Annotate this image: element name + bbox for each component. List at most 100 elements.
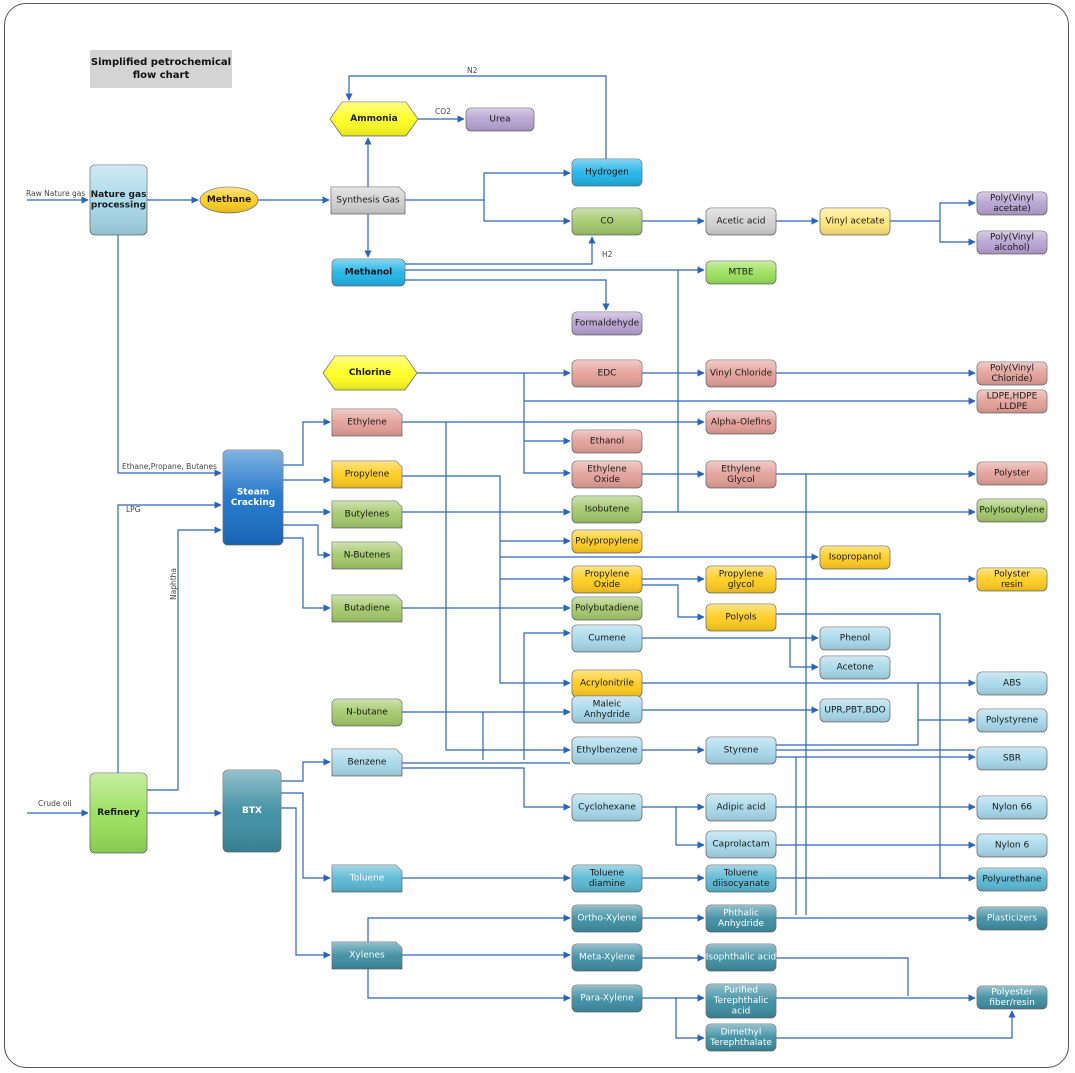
node-label-hydrogen: Hydrogen xyxy=(585,168,629,178)
node-shine-pvoh xyxy=(977,231,1047,254)
node-label-phthalic: Phthalic xyxy=(723,908,759,918)
edge-label-n2: N2 xyxy=(467,66,478,75)
node-polyurethane: Polyurethane xyxy=(976,867,1048,892)
node-shine-acetic-acid xyxy=(706,208,776,235)
node-shine-polybutadiene xyxy=(572,597,642,620)
node-shine-ortho-xylene xyxy=(572,905,642,932)
flow-arrow-43 xyxy=(523,629,571,760)
flow-arrow-13 xyxy=(405,236,596,265)
node-label-vinyl-acetate: Vinyl acetate xyxy=(826,217,885,227)
diagram-frame xyxy=(4,3,1069,1068)
node-label-pta: Terephthalic xyxy=(713,996,769,1006)
node-shine-methane xyxy=(200,187,258,213)
flow-arrow-83 xyxy=(776,1010,1016,1039)
node-label-ethylene-oxide: Oxide xyxy=(594,475,621,485)
node-shine-steam-cracking xyxy=(223,450,283,545)
node-shine-toluene-diamine xyxy=(572,865,642,892)
node-label-tdi: Toluene xyxy=(723,868,759,878)
flow-arrow-11 xyxy=(890,199,976,222)
node-label-methanol: Methanol xyxy=(345,268,393,278)
node-label-cumene: Cumene xyxy=(588,634,626,644)
node-label-pvc: Chloride) xyxy=(992,374,1033,384)
node-label-propylene: Propylene xyxy=(345,470,390,480)
node-styrene: Styrene xyxy=(705,736,777,765)
node-ammonia: Ammonia xyxy=(329,101,419,137)
node-label-chlorine: Chlorine xyxy=(349,368,391,378)
node-label-upr: UPR,PBT,BDO xyxy=(824,706,885,716)
edge-labels-layer: Raw Nature gas N2 CO2 H2 Ethane,Propane,… xyxy=(26,66,613,808)
node-isopropanol: Isopropanol xyxy=(819,545,891,570)
node-shine-upr xyxy=(820,699,890,722)
node-label-butylenes: Butylenes xyxy=(345,510,390,520)
flow-arrow-22 xyxy=(523,373,571,477)
node-shine-maleic xyxy=(572,696,642,723)
node-shine-polystyrene xyxy=(977,709,1047,732)
flow-arrow-7 xyxy=(483,200,571,225)
flow-arrow-54 xyxy=(445,422,571,754)
node-shine-btx xyxy=(223,770,281,852)
node-label-co: CO xyxy=(600,217,613,227)
node-shine-para-xylene xyxy=(572,985,642,1012)
node-shine-co xyxy=(572,208,642,235)
flow-arrow-75 xyxy=(367,969,571,1002)
node-shine-vinyl-chloride xyxy=(706,360,776,387)
node-shine-isopropanol xyxy=(820,546,890,569)
node-plasticizers: Plasticizers xyxy=(976,906,1048,931)
edge-label-h2: H2 xyxy=(602,250,613,259)
node-label-acrylonitrile: Acrylonitrile xyxy=(580,679,634,689)
node-vinyl-chloride: Vinyl Chloride xyxy=(705,359,777,388)
node-shine-vinyl-acetate xyxy=(820,208,890,235)
node-acetic-acid: Acetic acid xyxy=(705,207,777,236)
flow-arrow-67 xyxy=(281,758,331,782)
node-butadiene: Butadiene xyxy=(331,594,403,623)
flow-arrow-37 xyxy=(283,537,331,612)
flow-arrow-50 xyxy=(776,683,919,746)
node-label-pvoh: Poly(Vinyl xyxy=(990,232,1034,242)
node-shine-pta xyxy=(706,984,776,1018)
node-label-polyster-resin: resin xyxy=(1001,580,1023,590)
node-acrylonitrile: Acrylonitrile xyxy=(571,669,643,698)
node-shine-alpha-olefins xyxy=(706,411,776,434)
node-alpha-olefins: Alpha-Olefins xyxy=(705,410,777,435)
node-shine-meta-xylene xyxy=(572,944,642,971)
node-label-ldpe: LDPE,HDPE xyxy=(987,391,1038,401)
chart-title: Simplified petrochemical flow chart xyxy=(90,50,232,88)
node-label-dmt: Dimethyl xyxy=(721,1027,762,1037)
node-shine-ethanol xyxy=(572,430,642,453)
node-label-propylene-oxide: Propylene xyxy=(585,569,630,579)
node-label-alpha-olefins: Alpha-Olefins xyxy=(711,418,772,428)
node-polybutadiene: Polybutadiene xyxy=(571,596,643,621)
node-label-n-butenes: N-Butenes xyxy=(344,551,391,561)
node-shine-nylon66 xyxy=(977,796,1047,819)
node-phenol: Phenol xyxy=(819,626,891,651)
node-isophthalic: Isophthalic acid xyxy=(705,943,777,972)
node-label-nature-gas: processing xyxy=(91,200,146,210)
node-shine-tdi xyxy=(706,865,776,892)
node-label-styrene: Styrene xyxy=(724,746,759,756)
node-label-synthesis-gas: Synthesis Gas xyxy=(336,196,400,206)
node-shine-sbr xyxy=(977,747,1047,770)
node-label-n-butane: N-butane xyxy=(346,708,388,718)
node-label-polyester-fiber: fiber/resin xyxy=(989,998,1035,1008)
node-label-steam-cracking: Cracking xyxy=(231,498,275,508)
node-shine-polyols xyxy=(706,604,776,631)
node-co: CO xyxy=(571,207,643,236)
node-label-toluene-diamine: diamine xyxy=(589,879,626,889)
flow-arrow-65 xyxy=(117,235,222,477)
node-acetone: Acetone xyxy=(819,655,891,680)
node-label-xylenes: Xylenes xyxy=(349,951,385,961)
flow-arrow-45 xyxy=(789,638,819,671)
node-abs: ABS xyxy=(976,671,1048,696)
node-shine-phthalic xyxy=(706,905,776,932)
node-xylenes: Xylenes xyxy=(331,941,403,970)
node-ethylene: Ethylene xyxy=(331,408,403,437)
node-label-toluene-diamine: Toluene xyxy=(589,868,625,878)
node-label-ethanol: Ethanol xyxy=(590,437,624,447)
edges-layer xyxy=(27,75,1016,1042)
